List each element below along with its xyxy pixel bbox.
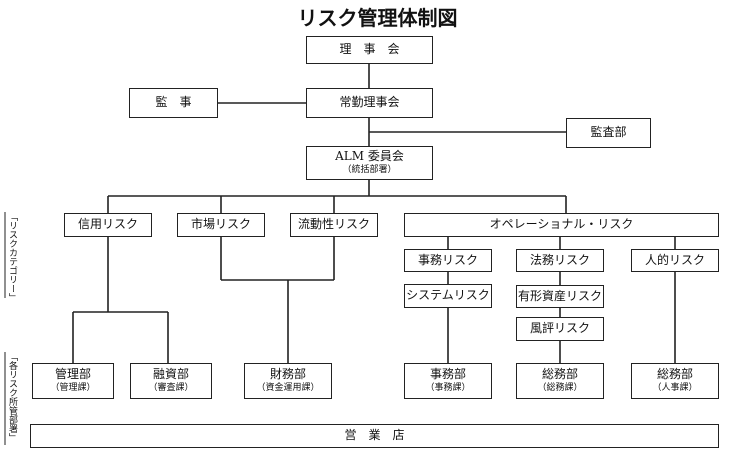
admin-risk-label: 事務リスク: [417, 252, 478, 267]
general-dept2-node: 総務部 （人事課）: [631, 363, 719, 399]
finance-dept-sub-label: （審査課）: [148, 382, 194, 393]
branch-label: 営 業 店: [344, 428, 405, 443]
credit-risk-label: 信用リスク: [77, 217, 138, 232]
side-label-department: 「各リスク所管部署」: [7, 352, 17, 442]
alm-node: ALM 委員会 （統括部署）: [306, 146, 433, 180]
general-dept-node: 総務部 （総務課）: [516, 363, 604, 399]
operational-risk-node: オペレーショナル・リスク: [404, 213, 719, 237]
board-node: 理 事 会: [306, 36, 433, 64]
audit-dept-label: 監査部: [590, 125, 627, 140]
alm-sub-label: （統括部署）: [342, 164, 397, 175]
admin-dept-node: 事務部 （事務課）: [404, 363, 492, 399]
asset-risk-label: 有形資産リスク: [517, 288, 602, 303]
board-label: 理 事 会: [339, 42, 400, 57]
liquidity-risk-node: 流動性リスク: [290, 213, 378, 237]
market-risk-label: 市場リスク: [190, 217, 251, 232]
audit-label: 監 事: [155, 95, 192, 110]
executive-node: 常勤理事会: [306, 88, 433, 118]
hr-risk-node: 人的リスク: [631, 249, 719, 272]
liquidity-risk-label: 流動性リスク: [297, 217, 370, 232]
reputation-risk-node: 風評リスク: [516, 317, 604, 341]
mgmt-dept-node: 管理部 （管理課）: [32, 363, 114, 399]
reputation-risk-label: 風評リスク: [529, 321, 590, 336]
system-risk-label: システムリスク: [406, 288, 490, 303]
asset-risk-node: 有形資産リスク: [516, 285, 604, 308]
finance-dept-node: 融資部 （審査課）: [130, 363, 212, 399]
mgmt-dept-label: 管理部: [54, 367, 91, 382]
mgmt-dept-sub-label: （管理課）: [50, 382, 96, 393]
alm-label: ALM 委員会: [335, 149, 404, 164]
side-label-category: 「リスクカテゴリー」: [7, 212, 17, 302]
audit-dept-node: 監査部: [566, 118, 651, 148]
system-risk-node: システムリスク: [404, 284, 492, 308]
branch-node: 営 業 店: [30, 424, 719, 448]
admin-risk-node: 事務リスク: [404, 249, 492, 272]
legal-risk-label: 法務リスク: [529, 252, 590, 267]
treasury-dept-label: 財務部: [269, 367, 306, 382]
operational-risk-label: オペレーショナル・リスク: [489, 217, 634, 232]
hr-risk-label: 人的リスク: [644, 252, 705, 267]
finance-dept-label: 融資部: [152, 367, 189, 382]
general-dept2-label: 総務部: [656, 367, 693, 382]
executive-label: 常勤理事会: [339, 95, 400, 110]
admin-dept-sub-label: （事務課）: [425, 382, 471, 393]
audit-node: 監 事: [129, 88, 218, 118]
treasury-dept-node: 財務部 （資金運用課）: [244, 363, 332, 399]
treasury-dept-sub-label: （資金運用課）: [256, 382, 320, 393]
legal-risk-node: 法務リスク: [516, 249, 604, 272]
credit-risk-node: 信用リスク: [64, 213, 152, 237]
admin-dept-label: 事務部: [429, 367, 466, 382]
market-risk-node: 市場リスク: [177, 213, 265, 237]
general-dept-label: 総務部: [541, 367, 578, 382]
general-dept2-sub-label: （人事課）: [652, 382, 698, 393]
general-dept-sub-label: （総務課）: [537, 382, 583, 393]
diagram-title: リスク管理体制図: [297, 6, 458, 30]
